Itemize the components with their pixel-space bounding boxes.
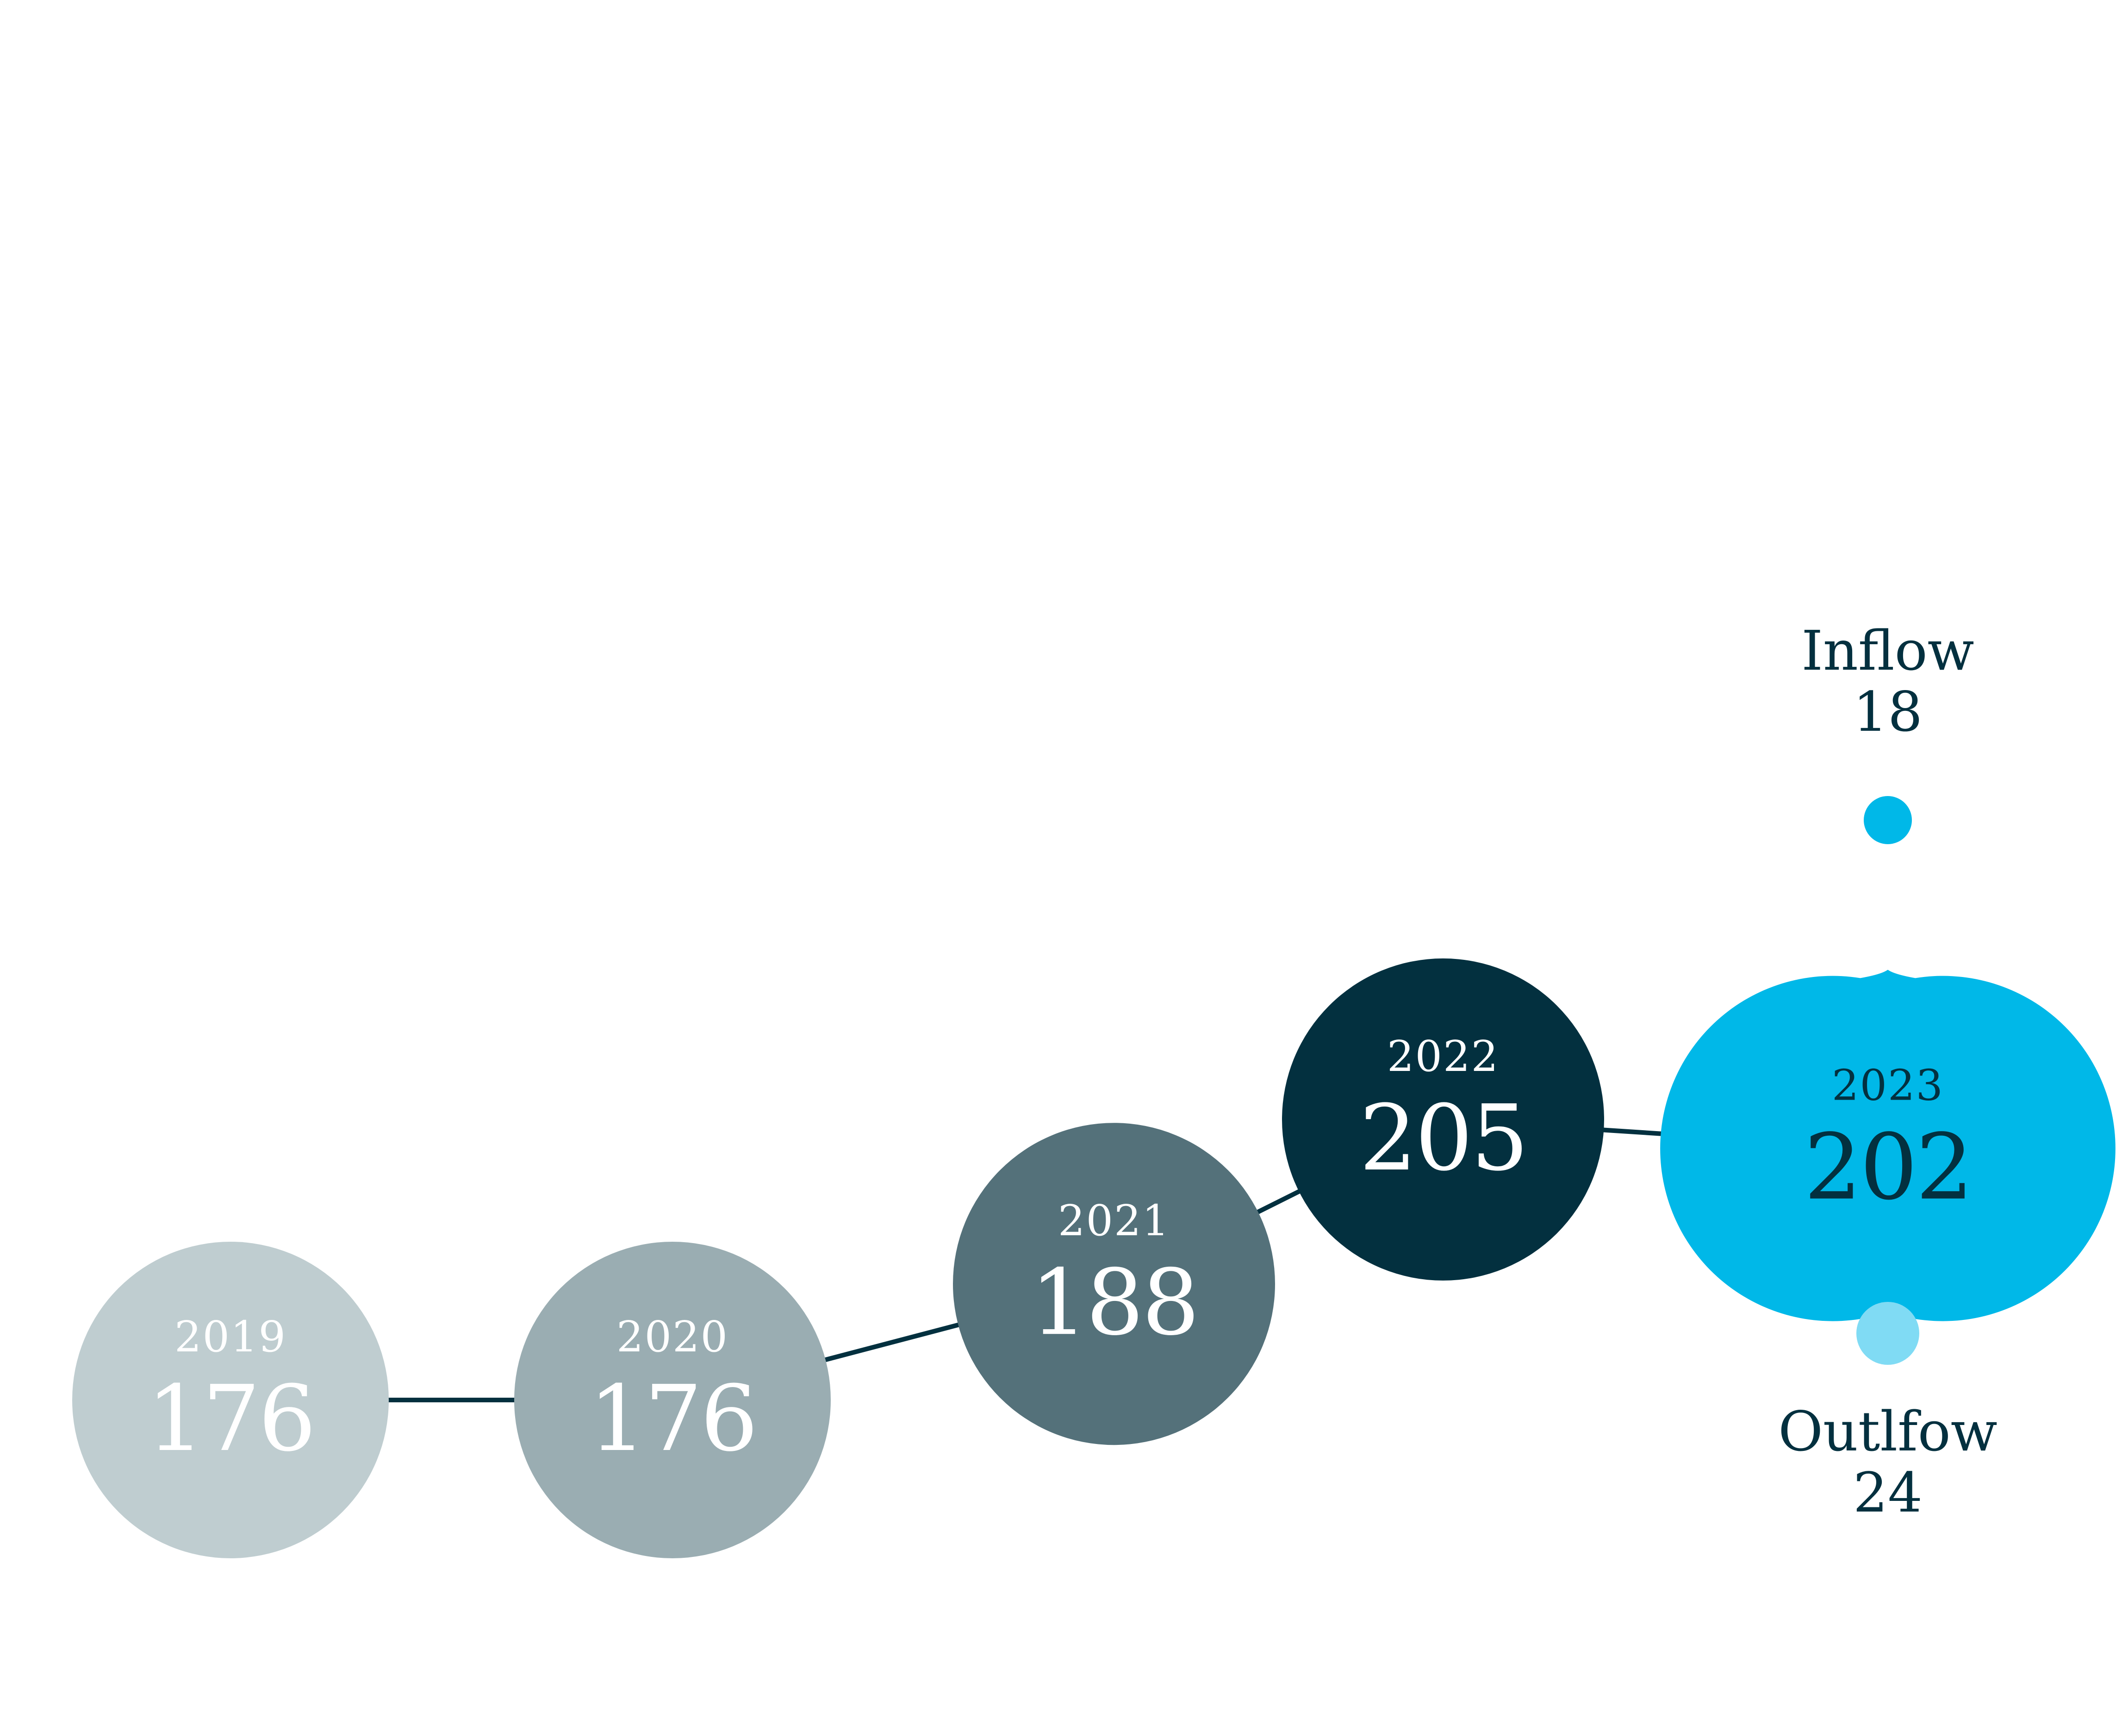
- node-value-label-2023: 202: [1804, 1115, 1972, 1220]
- outflow-label: Outlfow: [1778, 1400, 1998, 1463]
- node-circle-2021: [953, 1123, 1275, 1445]
- node-value-label-2019: 176: [147, 1366, 314, 1472]
- year-node-2022: 2022 205: [1282, 958, 1604, 1281]
- inflow-value: 18: [1853, 680, 1923, 744]
- node-year-label-2022: 2022: [1387, 1032, 1499, 1081]
- inflow-annotation: Inflow 18: [1801, 619, 1974, 844]
- node-circle-2022: [1282, 958, 1604, 1281]
- outflow-value: 24: [1853, 1461, 1923, 1524]
- node-circle-2023: [1660, 970, 2116, 1340]
- outflow-annotation: Outlfow 24: [1778, 1302, 1998, 1524]
- node-year-label-2020: 2020: [616, 1312, 728, 1362]
- outflow-dot: [1856, 1302, 1919, 1365]
- node-circle-2019: [72, 1242, 389, 1558]
- year-node-2023: 2023 202: [1660, 970, 2116, 1340]
- year-node-2021: 2021 188: [953, 1123, 1275, 1445]
- inflow-label: Inflow: [1801, 619, 1974, 683]
- node-year-label-2019: 2019: [174, 1312, 286, 1362]
- node-year-label-2021: 2021: [1058, 1196, 1170, 1245]
- node-year-label-2023: 2023: [1832, 1061, 1944, 1110]
- node-value-label-2020: 176: [589, 1366, 756, 1472]
- node-value-label-2021: 188: [1030, 1250, 1198, 1356]
- inflow-dot: [1864, 796, 1912, 844]
- node-circle-2020: [514, 1242, 831, 1558]
- node-value-label-2022: 205: [1359, 1086, 1527, 1191]
